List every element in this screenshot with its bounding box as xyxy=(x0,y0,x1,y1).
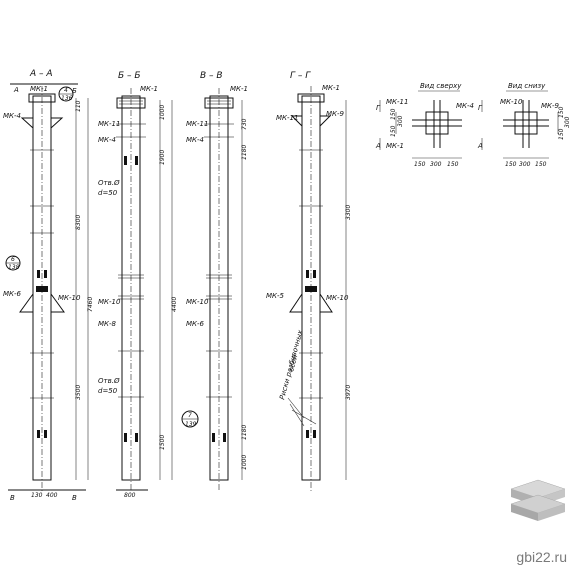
callout-7-num: 7 xyxy=(188,412,192,419)
section-aa-right-mark: Б xyxy=(72,87,77,95)
section-vv-title: В – В xyxy=(200,71,223,81)
label-mk10-bb: МК-10 xyxy=(98,298,121,306)
label-mk4-vv: МК-4 xyxy=(186,136,204,144)
dim-aa-lower: 3500 xyxy=(75,385,82,400)
label-mk8-bb: МК-8 xyxy=(98,320,117,328)
section-aa: A – A A Б МК-1 МК-4 МК-6 МК-10 4 136 xyxy=(3,69,94,502)
label-mk10-vv: МК-10 xyxy=(186,298,209,306)
view-top: Вид сверху МК-11 МК-4 МК-1 Г Г A A 150 3… xyxy=(375,82,483,168)
middle-console-aa xyxy=(19,292,65,313)
view-bottom-label-mk10: МК-10 xyxy=(500,98,523,106)
label-otv1-bb: Отв.Ø xyxy=(98,179,120,187)
view-top-mark-g1: Г xyxy=(376,104,381,112)
dim-bb-bottom: 800 xyxy=(124,492,136,499)
label-mk4-bb: МК-4 xyxy=(98,136,116,144)
view-bottom: Вид снизу МК-10 МК-9 150 300 150 150 300… xyxy=(500,82,571,168)
watermark-text: gbi22.ru xyxy=(516,549,567,565)
section-gg-title: Г – Г xyxy=(290,71,311,81)
view-bottom-dim-h3: 150 xyxy=(535,161,547,168)
view-top-label-mk1: МК-1 xyxy=(386,142,404,150)
dim-bb-total: 4400 xyxy=(171,297,178,312)
view-bottom-column xyxy=(514,111,538,135)
label-mk5-gg: МК-5 xyxy=(266,292,285,300)
label-mk11-gg: МК-11 xyxy=(276,114,298,122)
section-vv: В – В МК-1 МК-11 МК-4 МК-10 МК-6 7 139 7… xyxy=(181,71,248,490)
label-otv1d-bb: d=50 xyxy=(98,189,118,197)
dim-vv-low: 1180 xyxy=(241,425,248,440)
dim-vv-bottom: 1000 xyxy=(241,455,248,470)
label-mk1-vv: МК-1 xyxy=(230,85,248,93)
view-top-dim-v3: 150 xyxy=(390,125,397,137)
dim-vv-top: 730 xyxy=(241,118,248,130)
label-mk11-vv: МК-11 xyxy=(186,120,208,128)
dim-gg-upper: 3300 xyxy=(345,205,352,220)
bottom-mark-right: В xyxy=(72,494,77,502)
callout-4-num: 4 xyxy=(64,87,68,94)
dim-aa-top: 110 xyxy=(75,100,82,112)
view-top-column xyxy=(425,111,449,135)
dim-vv-mid: 1180 xyxy=(241,145,248,160)
label-mk10-gg: МК-10 xyxy=(326,294,349,302)
callout-7-sheet: 139 xyxy=(185,421,197,428)
view-bottom-dim-h2: 300 xyxy=(519,161,531,168)
label-mk6-vv: МК-6 xyxy=(186,320,205,328)
dim-aa-upper: 8300 xyxy=(75,215,82,230)
section-bb: Б – Б МК-1 МК-11 МК-4 МК-10 МК-8 Отв.Ø d… xyxy=(98,71,178,499)
dim-bb-low: 1500 xyxy=(159,435,166,450)
view-bottom-dim-h1: 150 xyxy=(505,161,517,168)
view-top-dim-h3: 150 xyxy=(447,161,459,168)
label-mk4-aa: МК-4 xyxy=(3,112,21,120)
upper-console-gg xyxy=(290,115,332,128)
label-otv2d-bb: d=50 xyxy=(98,387,118,395)
section-gg: Г – Г МК-1 МК-11 МК-9 МК-5 МК-10 Риски р… xyxy=(266,71,352,492)
label-mk1-gg: МК-1 xyxy=(322,84,340,92)
section-aa-left-mark: A xyxy=(13,86,19,94)
callout-6-sheet: 138 xyxy=(8,264,20,271)
view-bottom-title: Вид снизу xyxy=(508,82,546,90)
label-mk9-gg: МК-9 xyxy=(326,110,345,118)
bottom-mark-left: В xyxy=(10,494,15,502)
view-top-label-mk4: МК-4 xyxy=(456,102,474,110)
dim-aa-bottom-a: 130 xyxy=(31,492,43,499)
view-top-mark-a1: A xyxy=(375,142,381,150)
view-top-dim-v2: 300 xyxy=(397,115,404,127)
view-top-mark-g2: Г xyxy=(478,104,483,112)
logo-icon xyxy=(510,479,566,521)
label-mk10-aa: МК-10 xyxy=(58,294,81,302)
view-bottom-dim-v2: 300 xyxy=(564,116,571,128)
middle-console-gg xyxy=(289,292,333,313)
view-top-dim-h2: 300 xyxy=(430,161,442,168)
view-bottom-label-mk9: МК-9 xyxy=(541,102,560,110)
view-bottom-dim-v1: 150 xyxy=(558,106,565,118)
callout-4-sheet: 136 xyxy=(61,95,73,102)
view-top-title: Вид сверху xyxy=(420,82,462,90)
label-mk1-aa: МК-1 xyxy=(30,85,48,93)
callout-6-num: 6 xyxy=(11,256,15,263)
view-bottom-dim-v3: 150 xyxy=(558,128,565,140)
dim-aa-bottom-b: 400 xyxy=(46,492,58,499)
dim-gg-lower: 3970 xyxy=(345,385,352,400)
dim-aa-total: 7460 xyxy=(87,297,94,312)
view-top-dim-v1: 150 xyxy=(390,108,397,120)
upper-console-aa xyxy=(20,117,64,130)
dim-bb-mid: 1900 xyxy=(159,150,166,165)
view-top-dim-h1: 150 xyxy=(414,161,426,168)
top-plate-bb xyxy=(116,97,146,109)
label-mk6-aa: МК-6 xyxy=(3,290,22,298)
section-aa-title: A – A xyxy=(29,69,53,79)
label-mk11-bb: МК-11 xyxy=(98,120,120,128)
section-bb-title: Б – Б xyxy=(118,71,141,81)
view-top-label-mk11: МК-11 xyxy=(386,98,408,106)
view-top-mark-a2: A xyxy=(477,142,483,150)
label-mk1-bb: МК-1 xyxy=(140,85,158,93)
dim-bb-top: 1000 xyxy=(159,105,166,120)
label-otv2-bb: Отв.Ø xyxy=(98,377,120,385)
